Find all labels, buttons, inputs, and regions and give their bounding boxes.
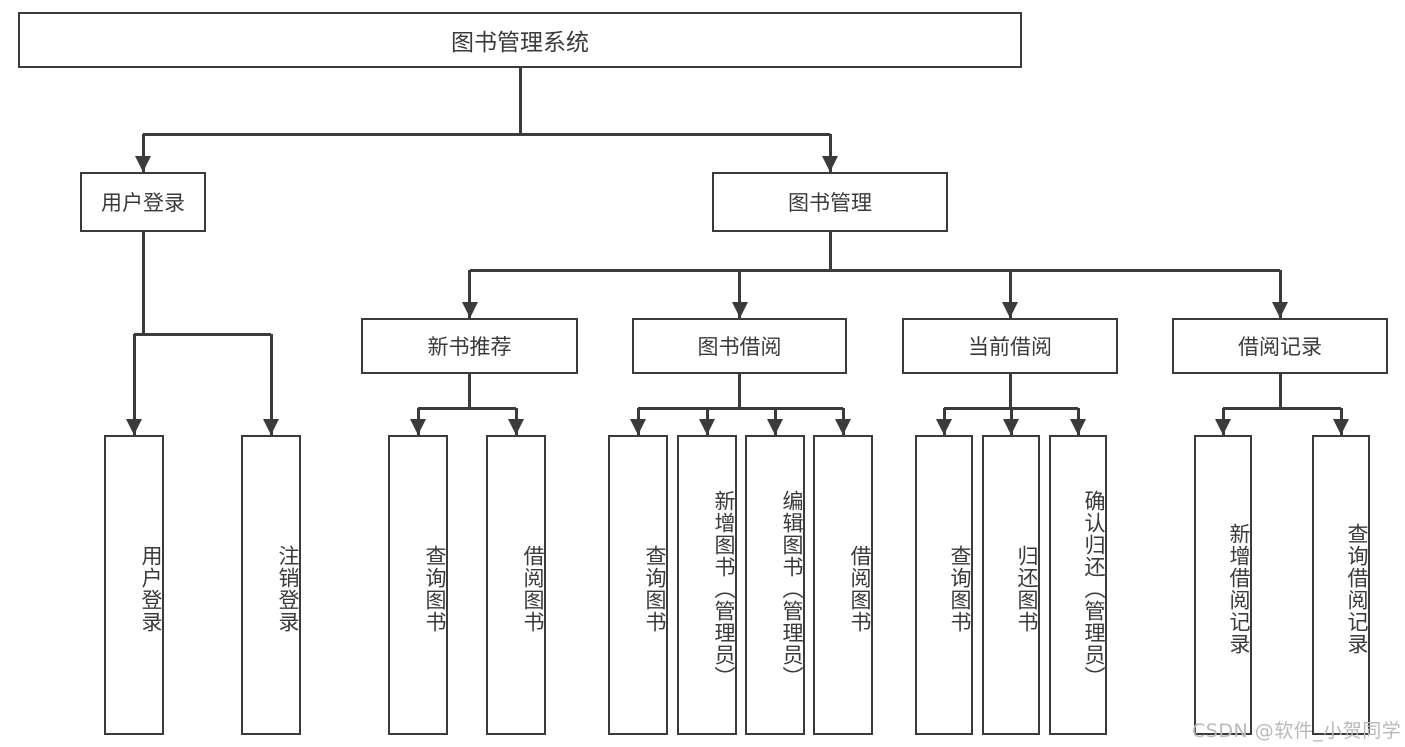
node-leaf-add-book[interactable]: 新增图书（管理员） bbox=[677, 435, 737, 735]
arrowhead-icon bbox=[835, 419, 851, 435]
node-label: 查询图书 bbox=[643, 545, 667, 633]
arrowhead-icon bbox=[461, 302, 478, 318]
node-label: 图书管理系统 bbox=[451, 30, 589, 56]
node-label: 用户登录 bbox=[101, 191, 185, 215]
node-leaf-query-book-recommend[interactable]: 查询图书 bbox=[388, 435, 448, 735]
node-label: 图书借阅 bbox=[697, 335, 782, 359]
node-label: 借阅图书 bbox=[848, 545, 872, 633]
node-borrow-record[interactable]: 借阅记录 bbox=[1172, 318, 1388, 374]
node-label: 查询借阅记录 bbox=[1345, 523, 1369, 655]
connector-book-borrow-bus bbox=[638, 406, 843, 410]
node-label: 借阅图书 bbox=[521, 545, 545, 633]
connector-book-manage-bus bbox=[469, 268, 1280, 272]
arrowhead-icon bbox=[1002, 302, 1018, 318]
arrowhead-icon bbox=[263, 419, 279, 435]
arrowhead-icon bbox=[135, 156, 151, 172]
node-leaf-borrow-book[interactable]: 借阅图书 bbox=[813, 435, 873, 735]
arrowhead-icon bbox=[1272, 302, 1288, 318]
connector-user-login-bus bbox=[134, 332, 271, 336]
node-leaf-add-borrow-record[interactable]: 新增借阅记录 bbox=[1194, 435, 1252, 735]
node-label: 查询图书 bbox=[948, 545, 972, 633]
node-book-manage[interactable]: 图书管理 bbox=[712, 172, 948, 232]
arrowhead-icon bbox=[126, 419, 142, 435]
connector-borrow-record-bus bbox=[1223, 406, 1341, 410]
arrowhead-icon bbox=[936, 419, 952, 435]
connector-drop-level2-0 bbox=[141, 134, 145, 172]
connector-user-login-stem bbox=[141, 232, 145, 334]
node-book-borrow[interactable]: 图书借阅 bbox=[632, 318, 847, 374]
connector-root-stem bbox=[518, 68, 522, 134]
arrowhead-icon bbox=[731, 302, 748, 318]
node-leaf-query-book-current[interactable]: 查询图书 bbox=[915, 435, 973, 735]
node-leaf-query-borrow-record[interactable]: 查询借阅记录 bbox=[1312, 435, 1370, 735]
arrowhead-icon bbox=[630, 419, 646, 435]
connector-book-borrow-stem bbox=[738, 374, 741, 408]
node-leaf-edit-book[interactable]: 编辑图书（管理员） bbox=[745, 435, 805, 735]
arrowhead-icon bbox=[1003, 419, 1019, 435]
connector-drop-level3-3 bbox=[1278, 270, 1282, 318]
arrowhead-icon bbox=[410, 419, 426, 435]
arrowhead-icon bbox=[767, 419, 783, 435]
node-leaf-query-book-borrow[interactable]: 查询图书 bbox=[608, 435, 668, 735]
node-label: 确认归还（管理员） bbox=[1082, 490, 1106, 688]
node-label: 借阅记录 bbox=[1238, 335, 1322, 359]
connector-new-book-recommend-stem bbox=[468, 374, 471, 408]
node-label: 当前借阅 bbox=[968, 335, 1052, 359]
node-current-borrow[interactable]: 当前借阅 bbox=[902, 318, 1118, 374]
node-leaf-return-book[interactable]: 归还图书 bbox=[982, 435, 1040, 735]
node-label: 归还图书 bbox=[1015, 545, 1039, 633]
connector-drop-user-login-leaf-1 bbox=[269, 334, 273, 435]
node-label: 注销登录 bbox=[276, 545, 300, 633]
node-label: 编辑图书（管理员） bbox=[780, 490, 804, 688]
connector-drop-level3-0 bbox=[468, 270, 471, 318]
node-label: 新增借阅记录 bbox=[1227, 523, 1251, 655]
arrowhead-icon bbox=[1070, 419, 1086, 435]
arrowhead-icon bbox=[1215, 419, 1231, 435]
node-leaf-confirm-return[interactable]: 确认归还（管理员） bbox=[1049, 435, 1107, 735]
connector-drop-level3-1 bbox=[738, 270, 741, 318]
node-leaf-user-login[interactable]: 用户登录 bbox=[104, 435, 164, 735]
connector-borrow-record-stem bbox=[1278, 374, 1282, 408]
connector-drop-user-login-leaf-0 bbox=[132, 334, 136, 435]
connector-book-manage-stem bbox=[828, 232, 832, 270]
node-root-book-management-system[interactable]: 图书管理系统 bbox=[18, 12, 1022, 68]
arrowhead-icon bbox=[1333, 419, 1349, 435]
connector-root-bus bbox=[143, 132, 830, 136]
arrowhead-icon bbox=[699, 419, 715, 435]
arrowhead-icon bbox=[508, 419, 524, 435]
connector-current-borrow-stem bbox=[1008, 374, 1012, 408]
connector-new-book-recommend-bus bbox=[418, 406, 516, 410]
node-leaf-borrow-book-recommend[interactable]: 借阅图书 bbox=[486, 435, 546, 735]
node-label: 新书推荐 bbox=[427, 335, 512, 359]
connector-drop-level2-1 bbox=[828, 134, 832, 172]
node-leaf-logout[interactable]: 注销登录 bbox=[241, 435, 301, 735]
node-label: 用户登录 bbox=[139, 545, 163, 633]
arrowhead-icon bbox=[822, 156, 838, 172]
node-label: 图书管理 bbox=[788, 191, 872, 215]
node-label: 新增图书（管理员） bbox=[712, 490, 736, 688]
node-new-book-recommend[interactable]: 新书推荐 bbox=[361, 318, 578, 374]
node-label: 查询图书 bbox=[423, 545, 447, 633]
node-user-login[interactable]: 用户登录 bbox=[80, 172, 206, 232]
connector-drop-level3-2 bbox=[1008, 270, 1012, 318]
